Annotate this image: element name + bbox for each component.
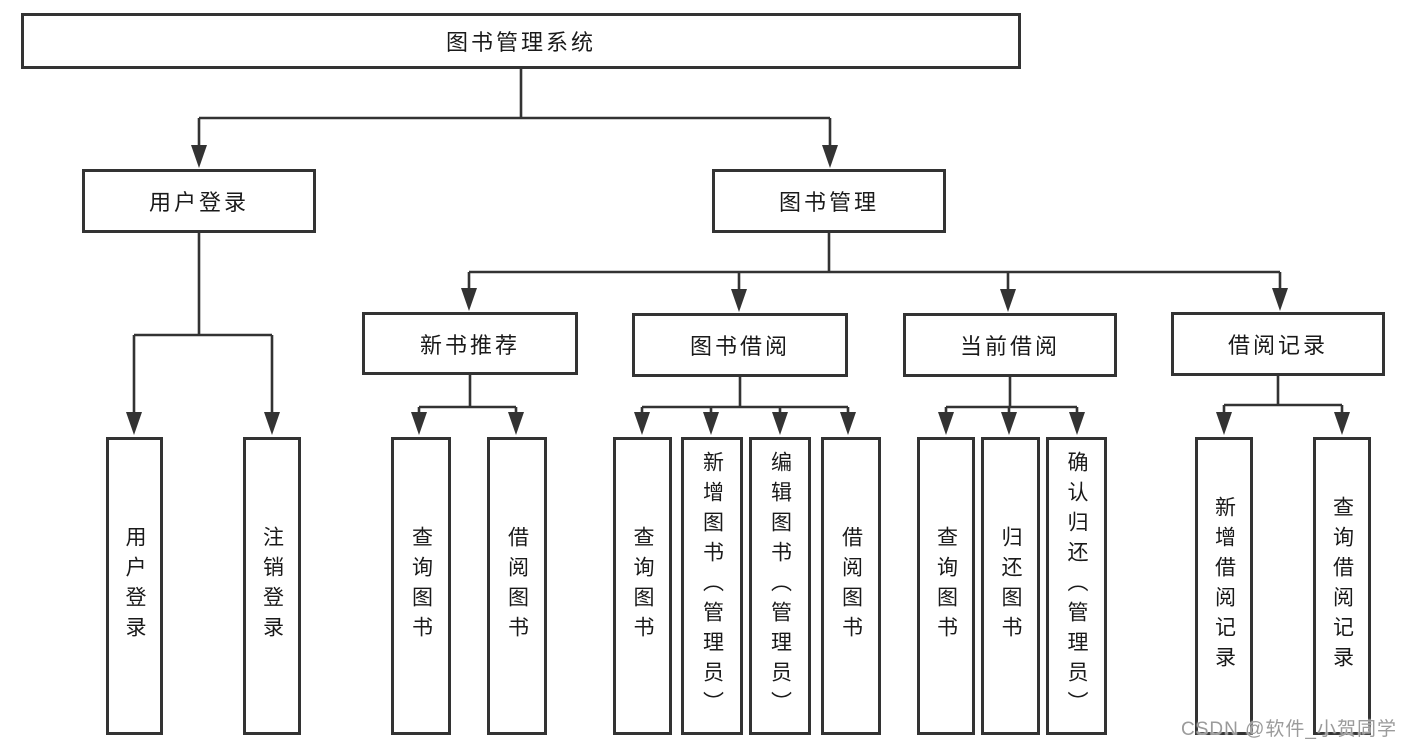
leaf-borrow-books-borrowing: 借阅图书: [821, 437, 881, 735]
leaf-logout-login-label: 注销登录: [260, 526, 284, 646]
leaf-confirm-return-admin-label: 确认归还（管理员）: [1065, 451, 1088, 721]
leaf-borrow-books-recommend: 借阅图书: [487, 437, 547, 735]
leaf-borrow-books-borrowing-label: 借阅图书: [839, 526, 863, 646]
leaf-add-books-admin: 新增图书（管理员）: [681, 437, 743, 735]
leaf-query-borrow-record-label: 查询借阅记录: [1330, 496, 1354, 676]
leaf-add-books-admin-label: 新增图书（管理员）: [700, 451, 724, 721]
node-current-borrowing: 当前借阅: [903, 313, 1117, 377]
leaf-user-login-label: 用户登录: [123, 526, 146, 646]
leaf-edit-books-admin: 编辑图书（管理员）: [749, 437, 811, 735]
node-root: 图书管理系统: [21, 13, 1021, 69]
leaf-query-books-current: 查询图书: [917, 437, 975, 735]
leaf-query-books-borrowing-label: 查询图书: [631, 526, 654, 646]
leaf-query-books-borrowing: 查询图书: [613, 437, 672, 735]
leaf-query-books-recommend: 查询图书: [391, 437, 451, 735]
node-user-login: 用户登录: [82, 169, 316, 233]
leaf-query-borrow-record: 查询借阅记录: [1313, 437, 1371, 735]
leaf-query-books-recommend-label: 查询图书: [409, 526, 433, 646]
leaf-return-books-label: 归还图书: [999, 526, 1022, 646]
node-book-borrowing: 图书借阅: [632, 313, 848, 377]
node-borrowing-records: 借阅记录: [1171, 312, 1385, 376]
leaf-edit-books-admin-label: 编辑图书（管理员）: [768, 451, 792, 721]
leaf-borrow-books-recommend-label: 借阅图书: [505, 526, 529, 646]
node-new-book-recommend: 新书推荐: [362, 312, 578, 375]
leaf-query-books-current-label: 查询图书: [934, 526, 958, 646]
node-book-management: 图书管理: [712, 169, 946, 233]
leaf-add-borrow-record-label: 新增借阅记录: [1212, 496, 1236, 676]
csdn-watermark: CSDN @软件_小贺同学: [1181, 719, 1397, 740]
leaf-confirm-return-admin: 确认归还（管理员）: [1046, 437, 1107, 735]
leaf-logout-login: 注销登录: [243, 437, 301, 735]
leaf-user-login: 用户登录: [106, 437, 163, 735]
leaf-add-borrow-record: 新增借阅记录: [1195, 437, 1253, 735]
leaf-return-books: 归还图书: [981, 437, 1040, 735]
